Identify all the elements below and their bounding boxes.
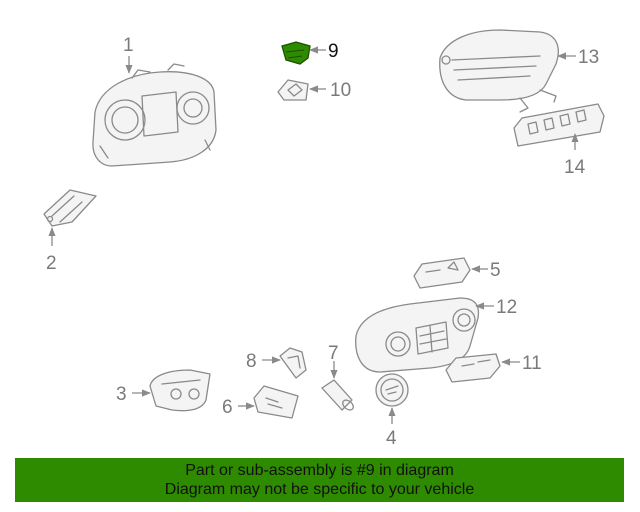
callout-4: 4 [386, 428, 397, 449]
info-banner: Part or sub-assembly is #9 in diagram Di… [15, 458, 624, 502]
callout-10: 10 [330, 80, 351, 101]
part-9-module-highlighted[interactable] [281, 41, 311, 65]
callout-3: 3 [116, 384, 127, 405]
part-7-connector[interactable] [321, 379, 355, 412]
callout-6: 6 [222, 397, 233, 418]
callout-12: 12 [496, 297, 517, 318]
part-13-housing-module[interactable] [439, 29, 559, 113]
part-3-controller[interactable] [149, 369, 211, 412]
callout-2: 2 [46, 253, 57, 274]
callout-11: 11 [522, 353, 542, 374]
callout-8: 8 [246, 351, 257, 372]
callout-1: 1 [123, 35, 134, 56]
part-12-control-panel[interactable] [355, 297, 480, 373]
part-8-clip[interactable] [279, 347, 307, 379]
callout-14: 14 [564, 157, 586, 178]
callout-9: 9 [328, 41, 339, 62]
callout-13: 13 [578, 47, 599, 68]
part-11-small-switch[interactable] [445, 353, 501, 383]
banner-line-1: Part or sub-assembly is #9 in diagram [185, 462, 454, 479]
part-5-switch[interactable] [413, 257, 471, 289]
part-14-switch-bank[interactable] [513, 103, 605, 147]
part-6-switch-housing[interactable] [253, 385, 299, 419]
part-4-knob[interactable] [375, 373, 409, 407]
part-10-bezel[interactable] [277, 79, 309, 101]
part-1-instrument-cluster[interactable] [92, 63, 217, 167]
banner-line-2: Diagram may not be specific to your vehi… [164, 481, 475, 498]
parts-diagram: 1 2 9 10 13 14 5 [43, 29, 605, 449]
callout-5: 5 [490, 260, 501, 281]
callout-7: 7 [328, 343, 339, 364]
part-2-bracket[interactable] [43, 189, 97, 227]
